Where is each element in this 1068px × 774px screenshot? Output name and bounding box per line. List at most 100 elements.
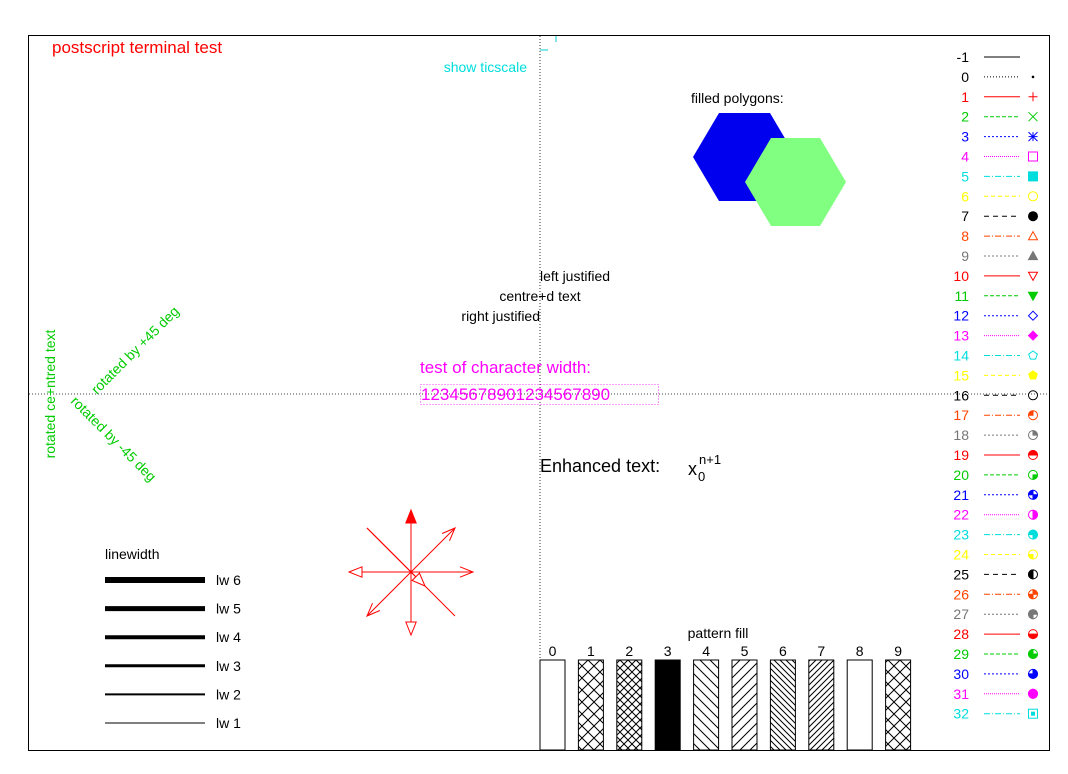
linetype-label: 23 — [953, 527, 969, 543]
arrow-head-open — [441, 527, 456, 542]
marker-circ-h — [1027, 529, 1039, 540]
linewidth-label: lw 1 — [216, 715, 241, 731]
marker-pentagon-filled — [1028, 370, 1038, 380]
polygons-label: filled polygons: — [691, 90, 784, 106]
marker-circ-p — [1027, 688, 1039, 699]
marker-triangle-filled — [1027, 250, 1039, 261]
marker-circle — [1028, 191, 1038, 202]
char-width-digits: 12345678901234567890 — [421, 385, 610, 404]
arrow-head-empty — [405, 621, 417, 637]
linetype-label: 11 — [954, 288, 969, 304]
linetype-label: 3 — [961, 129, 969, 145]
linetype-label: 18 — [953, 427, 969, 443]
marker-pentagon — [1028, 350, 1038, 360]
linetype-label: -1 — [957, 49, 970, 65]
enhanced-superscript: n+1 — [699, 452, 721, 467]
linewidth-label: lw 2 — [216, 686, 241, 702]
pattern-label: 2 — [625, 643, 633, 659]
pattern-label: 0 — [549, 643, 557, 659]
marker-triangle — [1027, 230, 1039, 241]
arrow-head-filled — [405, 508, 417, 524]
linewidth-samples: lw 6lw 5lw 4lw 3lw 2lw 1 — [105, 572, 241, 731]
marker-circ-f — [1027, 489, 1039, 500]
rotated-centred-text: rotated ce+ntred text — [42, 329, 58, 458]
linetype-label: 12 — [953, 308, 969, 324]
pattern-label: 6 — [779, 643, 787, 659]
pattern-box-1 — [577, 659, 604, 751]
marker-circ-o — [1027, 668, 1039, 679]
linetype-label: 6 — [961, 188, 969, 204]
linewidth-label: lw 5 — [216, 601, 241, 617]
linetype-label: 20 — [953, 467, 969, 483]
marker-triangle-down — [1027, 271, 1039, 282]
hexagon-green — [745, 138, 846, 226]
enhanced-base: x — [688, 459, 697, 479]
marker-cross — [1028, 111, 1038, 122]
linetype-label: 17 — [953, 407, 969, 423]
marker-triangle-down-filled — [1027, 291, 1039, 302]
marker-star — [1028, 131, 1038, 142]
plot-title: postscript terminal test — [52, 38, 222, 57]
linetype-label: 15 — [953, 367, 969, 383]
linetype-label: 9 — [961, 248, 969, 264]
linetype-label: 28 — [953, 626, 969, 642]
linetype-label: 10 — [953, 268, 969, 284]
marker-circ-i — [1027, 549, 1038, 560]
pattern-box-2 — [616, 659, 643, 751]
linetype-label: 21 — [953, 487, 969, 503]
right-justified-text: right justified — [461, 308, 540, 324]
arrow-shaft — [410, 527, 456, 573]
enhanced-text-label: Enhanced text: — [540, 456, 660, 476]
marker-circ-l — [1027, 609, 1039, 620]
marker-circ-b — [1027, 410, 1038, 421]
linewidth-title: linewidth — [105, 546, 159, 562]
marker-circ-e — [1028, 469, 1039, 480]
linetype-label: 13 — [953, 328, 969, 344]
pattern-fill-title: pattern fill — [688, 625, 749, 641]
marker-circ-n — [1027, 648, 1039, 660]
marker-circ-g — [1028, 509, 1039, 520]
linetype-label: 1 — [961, 89, 969, 105]
linetype-label: 29 — [953, 646, 969, 662]
linetype-label: 14 — [953, 348, 969, 364]
linewidth-label: lw 4 — [216, 629, 241, 645]
pattern-label: 1 — [587, 643, 595, 659]
linetype-label: 4 — [961, 149, 969, 165]
arrow-shaft — [366, 571, 412, 617]
pattern-label: 9 — [894, 643, 902, 659]
linetype-label: 8 — [961, 228, 969, 244]
marker-box-filled — [1028, 171, 1038, 182]
char-width-label: test of character width: — [420, 358, 591, 377]
pattern-box-7 — [808, 659, 835, 751]
arrow-head-empty — [411, 572, 426, 587]
pattern-box-8 — [846, 659, 873, 751]
marker-circle-filled — [1028, 211, 1038, 222]
linetype-label: 30 — [953, 666, 969, 682]
pattern-box-9 — [885, 659, 912, 751]
linetype-label: 24 — [953, 547, 969, 563]
marker-box — [1028, 151, 1038, 162]
linetype-label: 7 — [961, 208, 969, 224]
plot-border — [28, 35, 1050, 751]
linetype-label: 0 — [961, 69, 969, 85]
marker-diamond-filled — [1027, 330, 1039, 341]
linetype-label: 27 — [953, 606, 969, 622]
marker-circ-m — [1027, 629, 1039, 640]
linetype-label: 2 — [961, 109, 969, 125]
left-justified-text: left justified — [540, 268, 610, 284]
arrow-head-open — [366, 602, 381, 617]
arrow-head-empty — [347, 566, 363, 578]
pattern-box-6 — [769, 659, 796, 751]
pattern-label: 5 — [741, 643, 749, 659]
pattern-box-3 — [654, 659, 681, 751]
marker-plus — [1028, 92, 1038, 102]
marker-square-dot — [1028, 708, 1038, 719]
linetype-label: 32 — [953, 706, 969, 722]
marker-circ-k — [1027, 589, 1039, 600]
linewidth-label: lw 3 — [216, 658, 241, 674]
pattern-label: 4 — [702, 643, 710, 659]
pattern-label: 3 — [664, 643, 672, 659]
